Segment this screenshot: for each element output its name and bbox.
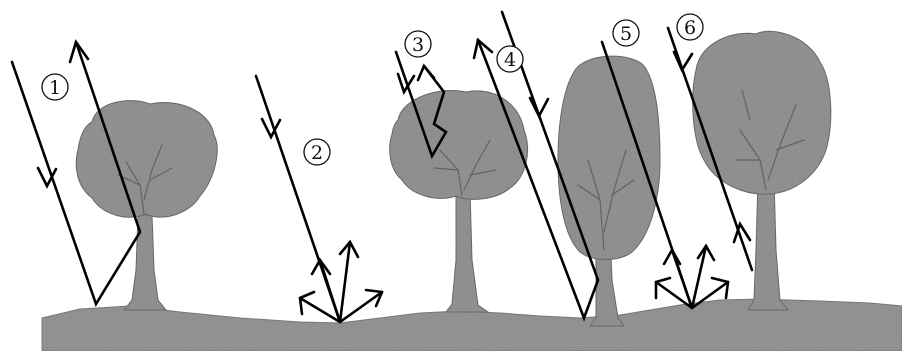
tree-4-trunk [748,180,788,310]
ray-5-scatter [656,246,728,308]
marker-6-label: 6 [684,17,696,39]
marker-6: 6 [677,14,703,40]
tree-1 [76,101,217,310]
marker-1-label: 1 [49,77,61,99]
ray-1 [12,42,140,304]
marker-4-label: 4 [504,49,516,71]
marker-5-label: 5 [620,23,632,45]
marker-3-label: 3 [412,34,424,56]
tree-2 [390,90,528,312]
marker-3: 3 [405,31,431,57]
tree-1-trunk [124,215,166,310]
tree-3 [558,56,660,326]
tree-4 [693,31,831,310]
marker-5: 5 [613,20,639,46]
marker-2: 2 [304,139,330,165]
tree-2-crown [390,90,528,199]
marker-4: 4 [497,46,523,72]
marker-1: 1 [42,74,68,100]
marker-2-label: 2 [311,142,323,164]
ray-4-down-arrowhead [530,98,548,116]
tree-1-crown [76,101,217,218]
tree-3-crown [558,56,660,259]
ray-2 [256,76,382,322]
tree-2-trunk [446,190,488,312]
